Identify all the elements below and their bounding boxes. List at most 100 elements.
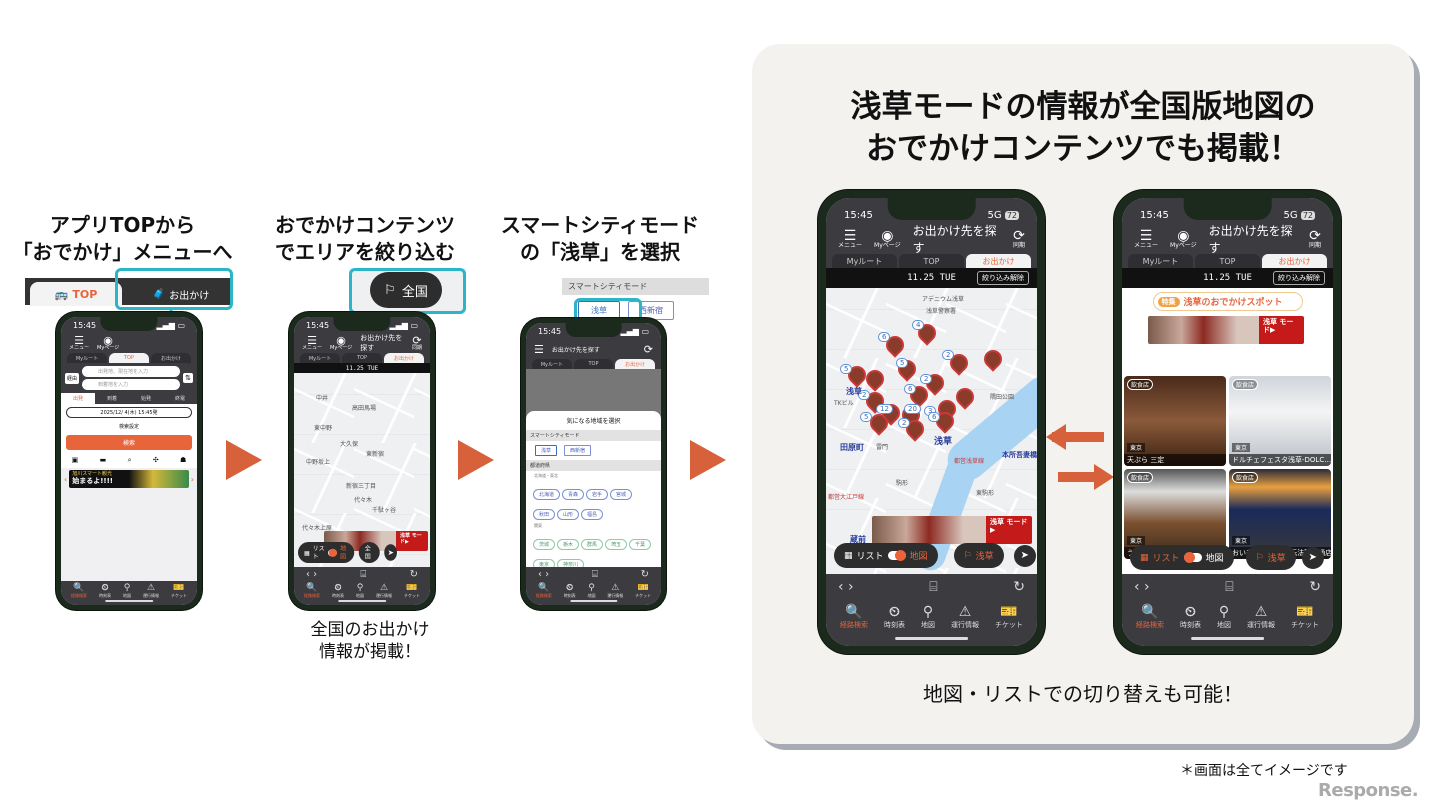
area-filter-button[interactable]: ⚐浅草 bbox=[953, 543, 1004, 568]
tab-top[interactable]: TOP bbox=[1195, 254, 1260, 268]
prev-banner-icon[interactable]: ‹ bbox=[64, 474, 68, 484]
nav-route-search[interactable]: 🔍経路検索 bbox=[71, 583, 87, 598]
phone-step1: 15:45▂▄▆ ▭ ☰メニュー ◉Myページ Myルート TOP お出かけ 経… bbox=[56, 312, 202, 610]
list-map-toggle[interactable]: ▦リスト地図 bbox=[298, 542, 355, 563]
area-zenkoku-button[interactable]: ⚐全国 bbox=[370, 272, 442, 308]
nav-ticket[interactable]: 🎫チケット bbox=[1291, 604, 1319, 629]
nav-timetable[interactable]: ⏲時刻表 bbox=[99, 583, 111, 598]
nav-timetable[interactable]: ⏲時刻表 bbox=[884, 604, 905, 629]
reload-icon[interactable]: ↻ bbox=[1309, 579, 1321, 595]
next-banner-icon[interactable]: › bbox=[190, 474, 194, 484]
nav-route-search[interactable]: 🔍経路検索 bbox=[840, 604, 868, 629]
reload-icon[interactable]: ↻ bbox=[1013, 579, 1025, 595]
nav-ticket[interactable]: 🎫チケット bbox=[995, 604, 1023, 629]
tab-top[interactable]: TOP bbox=[899, 254, 964, 268]
nav-map[interactable]: ⚲地図 bbox=[123, 583, 131, 598]
menu-icon[interactable]: ☰メニュー bbox=[838, 228, 863, 249]
asahikawa-banner[interactable]: 旭川スマート観光 始まるよ!!!! bbox=[69, 470, 189, 488]
tab-odekake[interactable]: お出かけ bbox=[1262, 254, 1327, 268]
location-arrow-icon[interactable]: ➤ bbox=[1013, 544, 1036, 567]
chip-asakusa[interactable]: 浅草 bbox=[535, 445, 558, 456]
book-icon[interactable]: ⌸ bbox=[1225, 579, 1234, 595]
nav-map[interactable]: ⚲地図 bbox=[921, 604, 935, 629]
asakusa-map[interactable]: アデニウム浅草 浅草警察署 4 6 2 5 5 2 6 2 12 20 3 5 … bbox=[826, 288, 1037, 574]
back-forward-icon[interactable]: ‹ › bbox=[838, 579, 854, 595]
back-forward-icon[interactable]: ‹ › bbox=[1134, 579, 1150, 595]
mypage-icon[interactable]: ◉Myページ bbox=[874, 228, 901, 249]
nav-service-info[interactable]: ⚠運行情報 bbox=[143, 583, 159, 598]
nav-ticket[interactable]: 🎫チケット bbox=[171, 583, 187, 598]
list-map-toggle[interactable]: ▦リスト地図 bbox=[834, 543, 938, 568]
mypage-icon[interactable]: ◉Myページ bbox=[330, 334, 353, 351]
tab-odekake[interactable]: お出かけ bbox=[384, 353, 424, 363]
tab-myroute[interactable]: Myルート bbox=[67, 353, 107, 363]
tab-myroute[interactable]: Myルート bbox=[300, 353, 340, 363]
menu-icon[interactable]: ☰メニュー bbox=[69, 334, 90, 351]
reload-icon[interactable]: ↻ bbox=[409, 568, 418, 580]
back-icon[interactable]: ‹ › bbox=[306, 568, 318, 580]
tab-odekake[interactable]: 🧳お出かけ bbox=[152, 288, 210, 302]
area-filter-button[interactable]: 全国 bbox=[358, 542, 380, 563]
nav-timetable[interactable]: ⏲時刻表 bbox=[1180, 604, 1201, 629]
nav-service-info[interactable]: ⚠運行情報 bbox=[376, 583, 392, 598]
tab-myroute[interactable]: Myルート bbox=[832, 254, 897, 268]
spot-card[interactable]: 飲食店東京ドルチェフェスタ浅草-DOLC… bbox=[1229, 376, 1331, 466]
spot-list[interactable]: 特集 浅草のおでかけスポット 浅草 モード▶ 飲食店東京天ぷら 三定 飲食店東京… bbox=[1122, 288, 1333, 574]
chip-nishishinjuku[interactable]: 西新宿 bbox=[564, 445, 592, 456]
nav-route-search[interactable]: 🔍経路検索 bbox=[1136, 604, 1164, 629]
tab-odekake[interactable]: お出かけ bbox=[151, 353, 191, 363]
feature-header[interactable]: 特集 浅草のおでかけスポット bbox=[1152, 292, 1303, 311]
swap-arrow-left-head bbox=[1046, 424, 1066, 450]
tab-top[interactable]: 🚌TOP bbox=[30, 282, 122, 306]
tab-top[interactable]: TOP bbox=[342, 353, 382, 363]
tab-top[interactable]: TOP bbox=[109, 353, 149, 363]
search-settings-button[interactable]: 検索設定 bbox=[118, 424, 139, 430]
nav-timetable[interactable]: ⏲時刻表 bbox=[332, 583, 344, 598]
tab-last[interactable]: 終電 bbox=[174, 396, 185, 402]
reset-filter-button[interactable]: 絞り込み解除 bbox=[977, 271, 1029, 285]
asakusa-mode-banner[interactable]: 浅草 モード▶ bbox=[324, 531, 428, 551]
sync-icon[interactable]: ⟳同期 bbox=[411, 334, 422, 351]
shortcut-icons: ▣▬⌕✣☗ bbox=[61, 453, 197, 468]
tab-odekake[interactable]: お出かけ bbox=[966, 254, 1031, 268]
tab-first[interactable]: 始発 bbox=[140, 396, 151, 402]
asakusa-mode-banner[interactable]: 浅草 モード▶ bbox=[872, 516, 1032, 544]
area-filter-button[interactable]: ⚐浅草 bbox=[1245, 545, 1296, 570]
step1-tab-callout: 🚌TOP 🧳お出かけ bbox=[25, 278, 232, 308]
arrow-right-2 bbox=[458, 440, 494, 480]
search-button[interactable]: 検索 bbox=[66, 435, 192, 450]
menu-icon[interactable]: ☰メニュー bbox=[1134, 228, 1159, 249]
mypage-icon[interactable]: ◉Myページ bbox=[97, 334, 120, 351]
spot-card[interactable]: 飲食店東京天ぷら 三定 bbox=[1124, 376, 1226, 466]
mypage-icon[interactable]: ◉Myページ bbox=[1170, 228, 1197, 249]
step1-title: アプリTOPから 「おでかけ」メニューへ bbox=[12, 213, 233, 264]
area-select-sheet: 気になる地域を選択 スマートシティモード 浅草 西新宿 都道府県 北海道・東北 … bbox=[526, 411, 661, 567]
tab-arrive[interactable]: 到着 bbox=[106, 396, 117, 402]
nav-map[interactable]: ⚲地図 bbox=[356, 583, 364, 598]
list-map-toggle[interactable]: ▦リスト地図 bbox=[1130, 545, 1234, 570]
map-view[interactable]: 中井 高田馬場 東中野 大久保 東新宿 中野坂上 新宿三丁目 代々木 千駄ヶ谷 … bbox=[294, 373, 430, 567]
datetime-select[interactable]: 2025/12/ 4(木) 15:45発 bbox=[66, 407, 192, 418]
reset-filter-button[interactable]: 絞り込み解除 bbox=[1273, 271, 1325, 285]
nav-service-info[interactable]: ⚠運行情報 bbox=[951, 604, 979, 629]
nav-service-info[interactable]: ⚠運行情報 bbox=[1247, 604, 1275, 629]
nav-ticket[interactable]: 🎫チケット bbox=[404, 583, 420, 598]
sync-icon[interactable]: ⟳同期 bbox=[1308, 228, 1321, 249]
panel-title: 浅草モードの情報が全国版地図の おでかけコンテンツでも掲載！ bbox=[850, 89, 1316, 167]
nav-map[interactable]: ⚲地図 bbox=[1217, 604, 1231, 629]
menu-icon[interactable]: ☰メニュー bbox=[302, 334, 323, 351]
book-icon[interactable]: ⌸ bbox=[360, 568, 367, 580]
sync-icon[interactable]: ⟳同期 bbox=[1012, 228, 1025, 249]
swap-icon[interactable]: ⇅ bbox=[183, 373, 193, 383]
tab-depart[interactable]: 出発 bbox=[61, 393, 95, 404]
location-arrow-icon[interactable]: ➤ bbox=[384, 544, 397, 561]
asakusa-mode-banner[interactable]: 浅草 モード▶ bbox=[1148, 316, 1304, 344]
to-input[interactable]: 到着地を入力 bbox=[82, 379, 181, 390]
location-arrow-icon[interactable]: ➤ bbox=[1301, 546, 1324, 569]
via-button[interactable]: 経由 bbox=[65, 372, 80, 384]
book-icon[interactable]: ⌸ bbox=[929, 579, 938, 595]
tab-myroute[interactable]: Myルート bbox=[1128, 254, 1193, 268]
from-input[interactable]: 出発地、現在地を入力 bbox=[82, 366, 181, 377]
nav-route-search[interactable]: 🔍経路検索 bbox=[304, 583, 320, 598]
